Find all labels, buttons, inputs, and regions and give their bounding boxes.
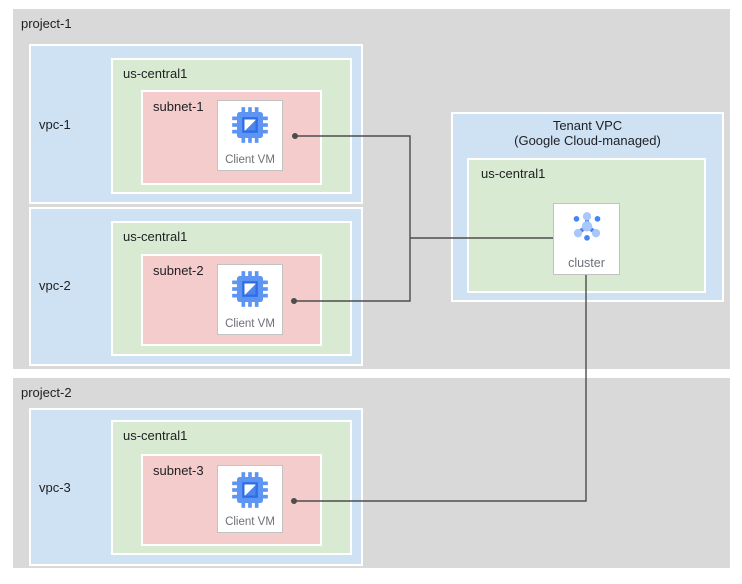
tenant-vpc-title-block: Tenant VPC (Google Cloud-managed) — [453, 118, 722, 148]
subnet-2-label: subnet-2 — [153, 263, 204, 278]
compute-engine-icon — [232, 271, 268, 307]
vpc-2-label: vpc-2 — [39, 278, 71, 293]
vpc-1-label: vpc-1 — [39, 117, 71, 132]
project-1-label: project-1 — [21, 16, 72, 31]
client-vm-2-label: Client VM — [225, 318, 275, 330]
tenant-vpc-title: Tenant VPC — [552, 118, 623, 133]
client-vm-node-2: Client VM — [217, 264, 283, 335]
vpc-3-label: vpc-3 — [39, 480, 71, 495]
project-2-label: project-2 — [21, 385, 72, 400]
client-vm-3-label: Client VM — [225, 516, 275, 528]
compute-engine-icon — [232, 107, 268, 143]
subnet-1-label: subnet-1 — [153, 99, 204, 114]
cluster-node: cluster — [553, 203, 620, 275]
cluster-label: cluster — [568, 256, 605, 270]
vpc-1-region-label: us-central1 — [123, 66, 188, 81]
tenant-vpc-subtitle: (Google Cloud-managed) — [514, 132, 661, 148]
vpc-3-region-label: us-central1 — [123, 428, 188, 443]
cluster-icon — [573, 212, 600, 241]
compute-engine-icon — [232, 472, 268, 508]
vpc-2-region-label: us-central1 — [123, 229, 188, 244]
tenant-region-label: us-central1 — [481, 166, 546, 181]
client-vm-1-label: Client VM — [225, 154, 275, 166]
client-vm-node-3: Client VM — [217, 465, 283, 533]
subnet-3-label: subnet-3 — [153, 463, 204, 478]
client-vm-node-1: Client VM — [217, 100, 283, 171]
